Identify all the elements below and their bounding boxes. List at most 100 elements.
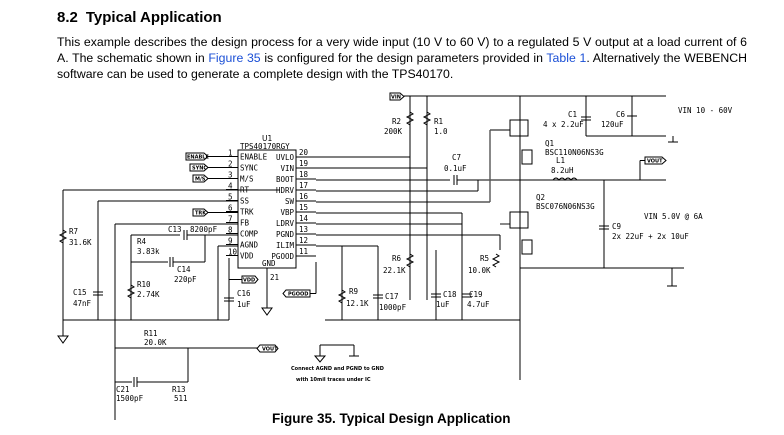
section-title: Typical Application (85, 9, 222, 26)
r1-ref: R1 (434, 117, 443, 126)
svg-text:VDD: VDD (243, 278, 255, 284)
r6-value: 22.1K (383, 266, 406, 275)
svg-text:VOUT: VOUT (262, 347, 278, 353)
ic-gnd-pin-name: GND (262, 259, 276, 268)
ic-pin-number: 13 (299, 225, 308, 234)
r6-symbol (405, 253, 415, 268)
ic-pin-name: TRK (240, 208, 254, 217)
c21-value: 1500pF (116, 394, 144, 403)
r4-ref: R4 (137, 237, 147, 246)
r2-symbol (405, 111, 415, 126)
c19-ref: C19 (469, 290, 483, 299)
ic-ref: U1 (262, 134, 272, 143)
c17-ref: C17 (385, 292, 399, 301)
r10-ref: R10 (137, 280, 151, 289)
svg-text:VIN: VIN (391, 95, 401, 101)
ic-pin-name: HDRV (276, 186, 295, 195)
net-label-trk: TRK (192, 208, 238, 217)
r5-value: 10.0K (468, 266, 491, 275)
ic-pin-name: COMP (240, 230, 259, 239)
c18-value: 1uF (436, 300, 450, 309)
ic-pin-name: ILIM (276, 241, 295, 250)
ic-pin-name: PGOOD (271, 252, 294, 261)
r9-symbol (337, 289, 347, 304)
vin-range-label: VIN 10 - 60V (678, 106, 733, 115)
q1-ref: Q1 (545, 139, 554, 148)
svg-text:PGOOD: PGOOD (288, 292, 308, 298)
ic-pin-number: 1 (228, 149, 233, 158)
agnd-symbol-icon (261, 307, 273, 316)
net-label-pgood: PGOOD (282, 289, 311, 298)
r9-value: 12.1K (346, 299, 369, 308)
ic-pin-number: 16 (299, 192, 309, 201)
net-label-sync: SYNC (189, 163, 238, 172)
ic-pin-name: PGND (276, 230, 295, 239)
q2-ref: Q2 (536, 193, 545, 202)
c19-value: 4.7uF (467, 300, 490, 309)
q2-part: BSC076N06NS3G (536, 202, 595, 211)
ic-pin-name: SS (240, 197, 250, 206)
q1-part: BSC110N06NS3G (545, 148, 604, 157)
ic-pin-name: M/S (240, 175, 254, 184)
r5-ref: R5 (480, 254, 489, 263)
l1-ref: L1 (556, 156, 565, 165)
net-label-ms: M/S (192, 174, 238, 183)
svg-text:M/S: M/S (195, 177, 206, 183)
ic-pin-number: 6 (228, 204, 233, 213)
c14-ref: C14 (177, 265, 191, 274)
ic-pin-number: 8 (228, 226, 233, 235)
svg-text:VOUT: VOUT (647, 159, 663, 165)
c17-value: 1000pF (379, 303, 407, 312)
c1-value: 4 x 2.2uF (543, 120, 584, 129)
c7-value: 0.1uF (444, 164, 467, 173)
ic-pin-name: UVLO (276, 153, 295, 162)
q1-mosfet-icon (509, 119, 529, 137)
l1-inductor-icon (552, 177, 578, 181)
l1-value: 8.2uH (551, 166, 574, 175)
table-1-link[interactable]: Table 1 (546, 51, 587, 65)
figure-35-link[interactable]: Figure 35 (208, 51, 261, 65)
r2-ref: R2 (392, 117, 401, 126)
ground-note-line2: with 10mil traces under IC (296, 377, 371, 383)
ic-pin-number: 14 (299, 214, 309, 223)
agnd-symbol-icon (57, 335, 69, 344)
intro-paragraph: This example describes the design proces… (57, 34, 747, 82)
r1-symbol (422, 111, 432, 126)
ic-part: TPS40170RGY (240, 142, 290, 151)
ic-pin-number: 20 (299, 148, 309, 157)
c16-ref: C16 (237, 289, 251, 298)
ic-pin-name: VIN (280, 164, 294, 173)
c15-ref: C15 (73, 288, 87, 297)
ic-pin-name: BOOT (276, 175, 295, 184)
c18-ref: C18 (443, 290, 457, 299)
r11-ref: R11 (144, 329, 158, 338)
r7-symbol (58, 229, 68, 244)
r7-value: 31.6K (69, 238, 92, 247)
paragraph-text: This example describes the design proces… (57, 35, 747, 65)
r10-symbol (126, 284, 136, 299)
c13-value: 8200pF (190, 225, 218, 234)
r6-ref: R6 (392, 254, 402, 263)
ic-pin-number: 4 (228, 182, 233, 191)
r13-ref: R13 (172, 385, 186, 394)
c1-ref: C1 (568, 110, 577, 119)
r2-value: 200K (384, 127, 403, 136)
net-label-vdd: VDD (241, 275, 259, 284)
r5-symbol (491, 253, 501, 268)
ic-pin-number: 11 (299, 247, 308, 256)
c13-ref: C13 (168, 225, 182, 234)
net-label-vout-bottom: VOUT (256, 344, 279, 353)
ic-pin-name: ENABLE (240, 153, 268, 162)
ic-pin-name: SYNC (240, 164, 258, 173)
c9-ref: C9 (612, 222, 621, 231)
net-label-vin: VIN (389, 92, 405, 101)
svg-text:TRK: TRK (195, 211, 207, 217)
ic-pin-number: 15 (299, 203, 308, 212)
c9-value: 2x 22uF + 2x 10uF (612, 232, 689, 241)
ic-pin-name: LDRV (276, 219, 295, 228)
ground-note-line1: Connect AGND and PGND to GND (291, 366, 384, 372)
ic-pin-name: VDD (240, 252, 254, 261)
q2-mosfet-icon (509, 211, 529, 229)
